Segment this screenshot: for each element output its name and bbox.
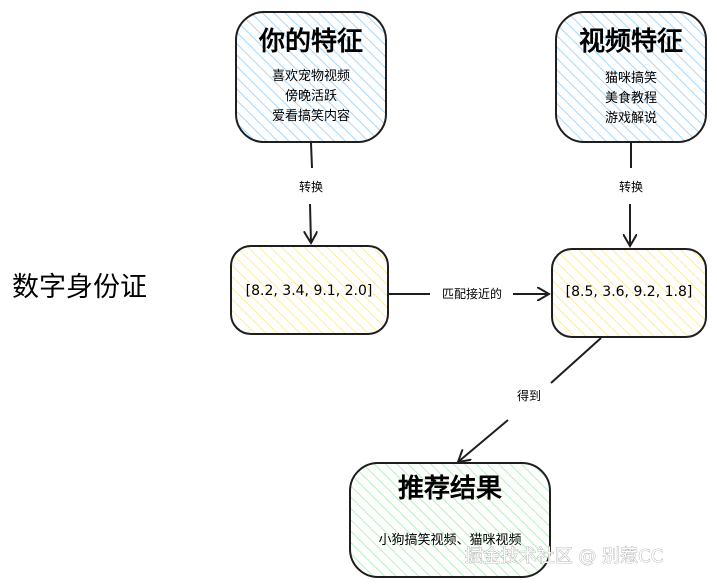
- result-node: 推荐结果 小狗搞笑视频、猫咪视频: [349, 462, 551, 578]
- video-features-line-2: 美食教程: [605, 90, 657, 106]
- watermark-text: 掘金技术社区 @ 别惹CC: [465, 546, 664, 567]
- video-vector-text: [8.5, 3.6, 9.2, 1.8]: [566, 284, 693, 300]
- your-vector-node: [8.2, 3.4, 9.1, 2.0]: [230, 245, 389, 335]
- your-features-line-2: 傍晚活跃: [285, 88, 337, 104]
- your-features-title: 你的特征: [258, 26, 363, 57]
- your-features-line-1: 喜欢宠物视频: [272, 68, 350, 84]
- your-features-line-3: 爱看搞笑内容: [272, 108, 350, 124]
- video-features-box: [555, 11, 707, 143]
- result-text: 小狗搞笑视频、猫咪视频: [378, 532, 521, 548]
- get-label: 得到: [517, 388, 541, 403]
- arrow-convert-right: [630, 143, 631, 246]
- convert-left-label: 转换: [299, 179, 323, 194]
- arrow-get: [458, 337, 602, 462]
- your-features-node: 你的特征 喜欢宠物视频 傍晚活跃 爱看搞笑内容: [235, 11, 387, 143]
- convert-right-label: 转换: [619, 179, 643, 194]
- match-label: 匹配接近的: [442, 286, 502, 301]
- digital-id-label: 数字身份证: [12, 272, 147, 303]
- your-vector-text: [8.2, 3.4, 9.1, 2.0]: [246, 283, 373, 299]
- result-title: 推荐结果: [398, 474, 502, 504]
- video-features-line-3: 游戏解说: [605, 111, 657, 126]
- video-features-node: 视频特征 猫咪搞笑 美食教程 游戏解说: [555, 11, 707, 143]
- video-features-title: 视频特征: [579, 26, 683, 57]
- your-features-box: [235, 11, 387, 143]
- arrow-convert-left: [310, 142, 312, 243]
- video-features-line-1: 猫咪搞笑: [605, 70, 657, 86]
- video-vector-node: [8.5, 3.6, 9.2, 1.8]: [551, 248, 707, 338]
